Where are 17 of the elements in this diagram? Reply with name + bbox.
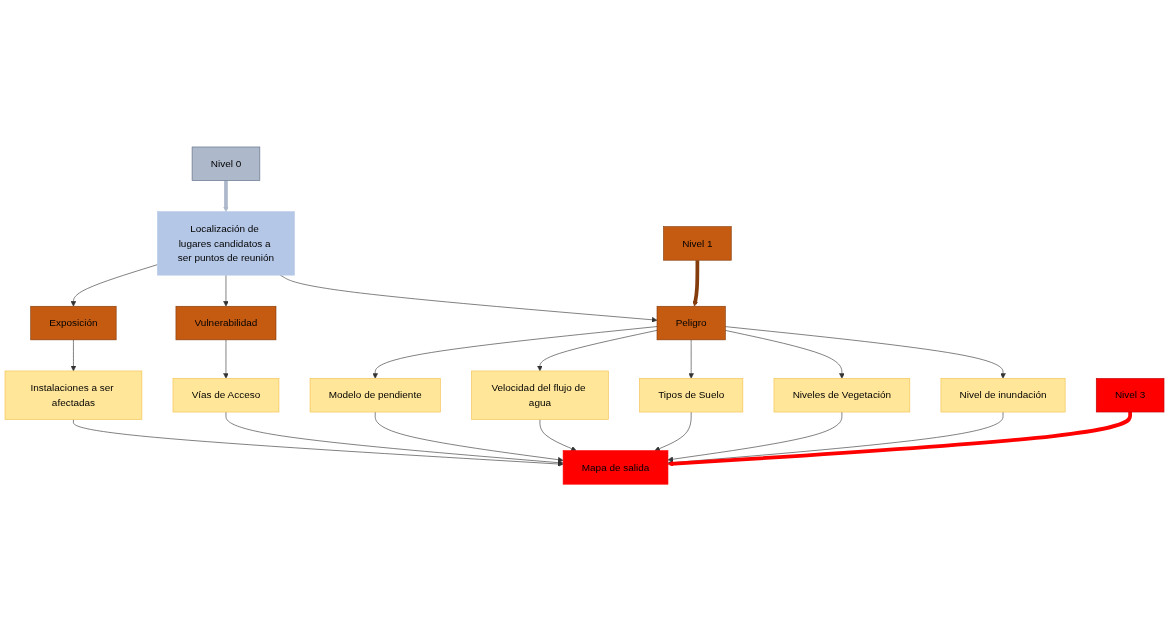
node-box: Nivel 1 [663,226,732,261]
node-box: Vías de Acceso [172,378,280,413]
node-box: Nivel 0 [191,147,261,182]
node-box: Tipos de Suelo [639,378,744,413]
node-box: Mapa de salida [562,450,669,485]
node-box: Localización de lugares candidatos a ser puntos de reunión [157,211,295,276]
arrow [692,260,700,307]
node-box: Nivel de inundación [940,378,1066,413]
node-box: Peligro [656,306,726,341]
node-box: Velocidad del flujo de agua [471,371,609,421]
node-box: Nivel 3 [1095,378,1165,413]
arrow [223,181,229,213]
node-box: Exposición [30,306,117,341]
node-box: Instalaciones a ser afectadas [4,371,143,421]
node-box: Niveles de Vegetación [773,378,911,413]
node-box: Vulnerabilidad [175,306,277,341]
node-box: Modelo de pendiente [309,378,441,413]
